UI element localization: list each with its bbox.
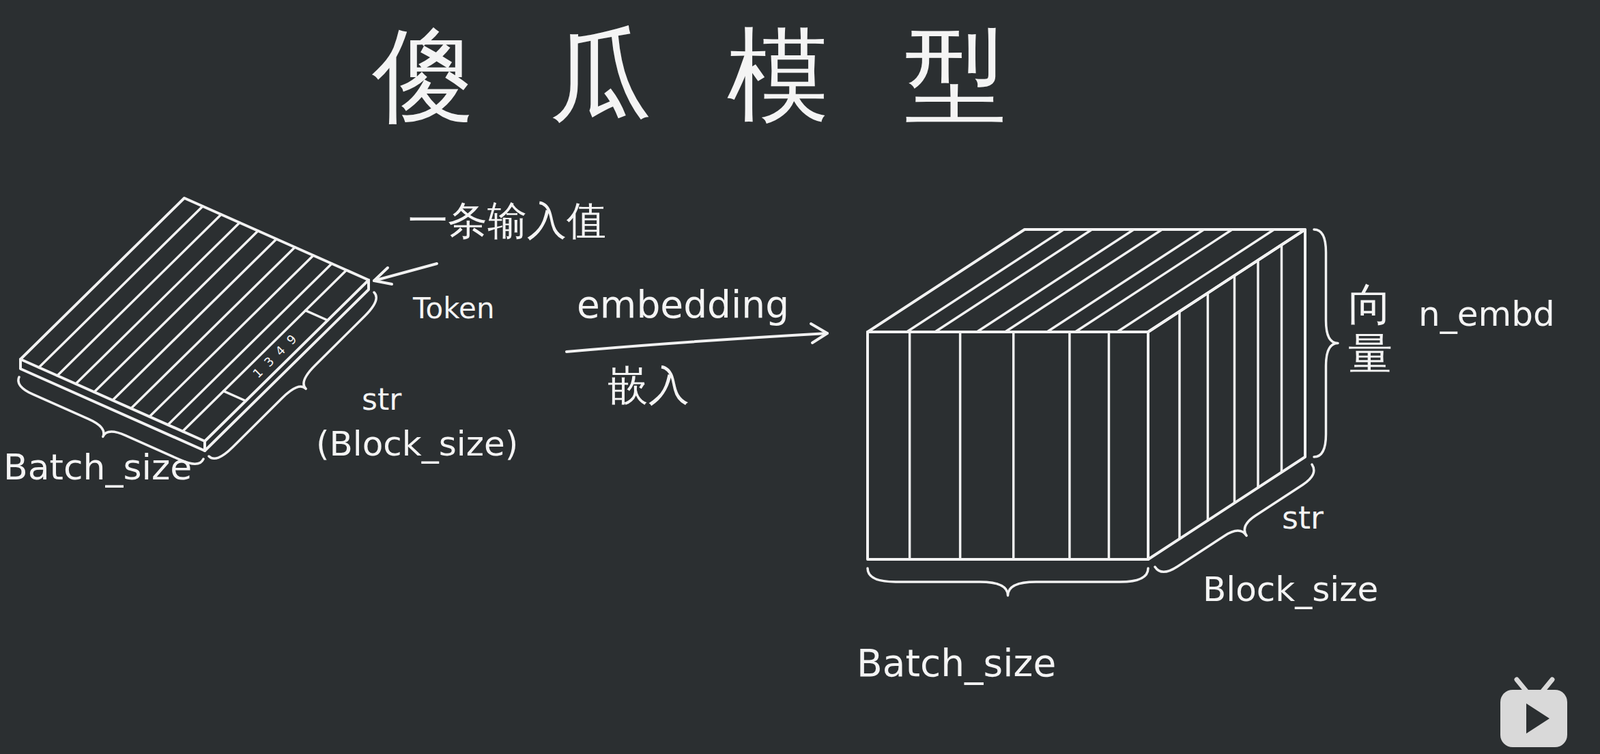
cube-front (867, 331, 1149, 560)
token-stripe (57, 214, 222, 376)
top-stripe (906, 229, 1064, 332)
dimension-label: Batch_size (3, 447, 192, 489)
cube-top (867, 229, 1306, 332)
cube-side (1148, 229, 1306, 560)
dimension-label: 向量 (1348, 279, 1393, 378)
token-stripe (182, 270, 347, 432)
front-stripe (908, 331, 912, 560)
front-stripe (959, 331, 962, 560)
front-stripe (1012, 331, 1016, 560)
front-stripe (1068, 331, 1071, 560)
top-stripe (976, 229, 1134, 332)
token-stripe (75, 222, 240, 384)
token-stripe (167, 263, 332, 425)
dimension-label: Batch_size (856, 641, 1056, 685)
side-stripe (1280, 245, 1284, 473)
token-stripe (112, 238, 277, 400)
token-label: Token (412, 292, 495, 325)
arrow-label: 嵌入 (607, 361, 690, 409)
embedding-arrow (566, 333, 828, 352)
dimension-label: n_embd (1418, 294, 1555, 335)
dimension-label: (Block_size) (316, 424, 519, 465)
dimension-label: str (1281, 499, 1324, 536)
side-stripe (1178, 311, 1181, 539)
arrow-head (374, 267, 392, 284)
title: 傻瓜模型 (372, 19, 1082, 132)
token-stripe (94, 230, 259, 392)
arrow-label: embedding (576, 283, 790, 327)
slab-edge (203, 440, 207, 451)
callout-label: 一条输入值 (408, 197, 607, 244)
dimension-label: str (361, 382, 402, 418)
top-stripe (1117, 229, 1275, 332)
token-stripe (131, 247, 295, 409)
dimension-label: Block_size (1202, 569, 1379, 610)
side-stripe (1256, 260, 1260, 488)
side-stripe (1233, 275, 1237, 504)
curly-brace (867, 567, 1149, 596)
front-stripe (1107, 331, 1111, 560)
watermark-icon (1500, 679, 1568, 747)
token-tick (305, 310, 328, 321)
token-tick (223, 391, 246, 401)
token-stripe (38, 206, 203, 368)
arrow-head (810, 323, 828, 343)
curly-brace (1313, 229, 1338, 457)
side-stripe (1206, 292, 1210, 521)
input-slab (20, 197, 369, 441)
